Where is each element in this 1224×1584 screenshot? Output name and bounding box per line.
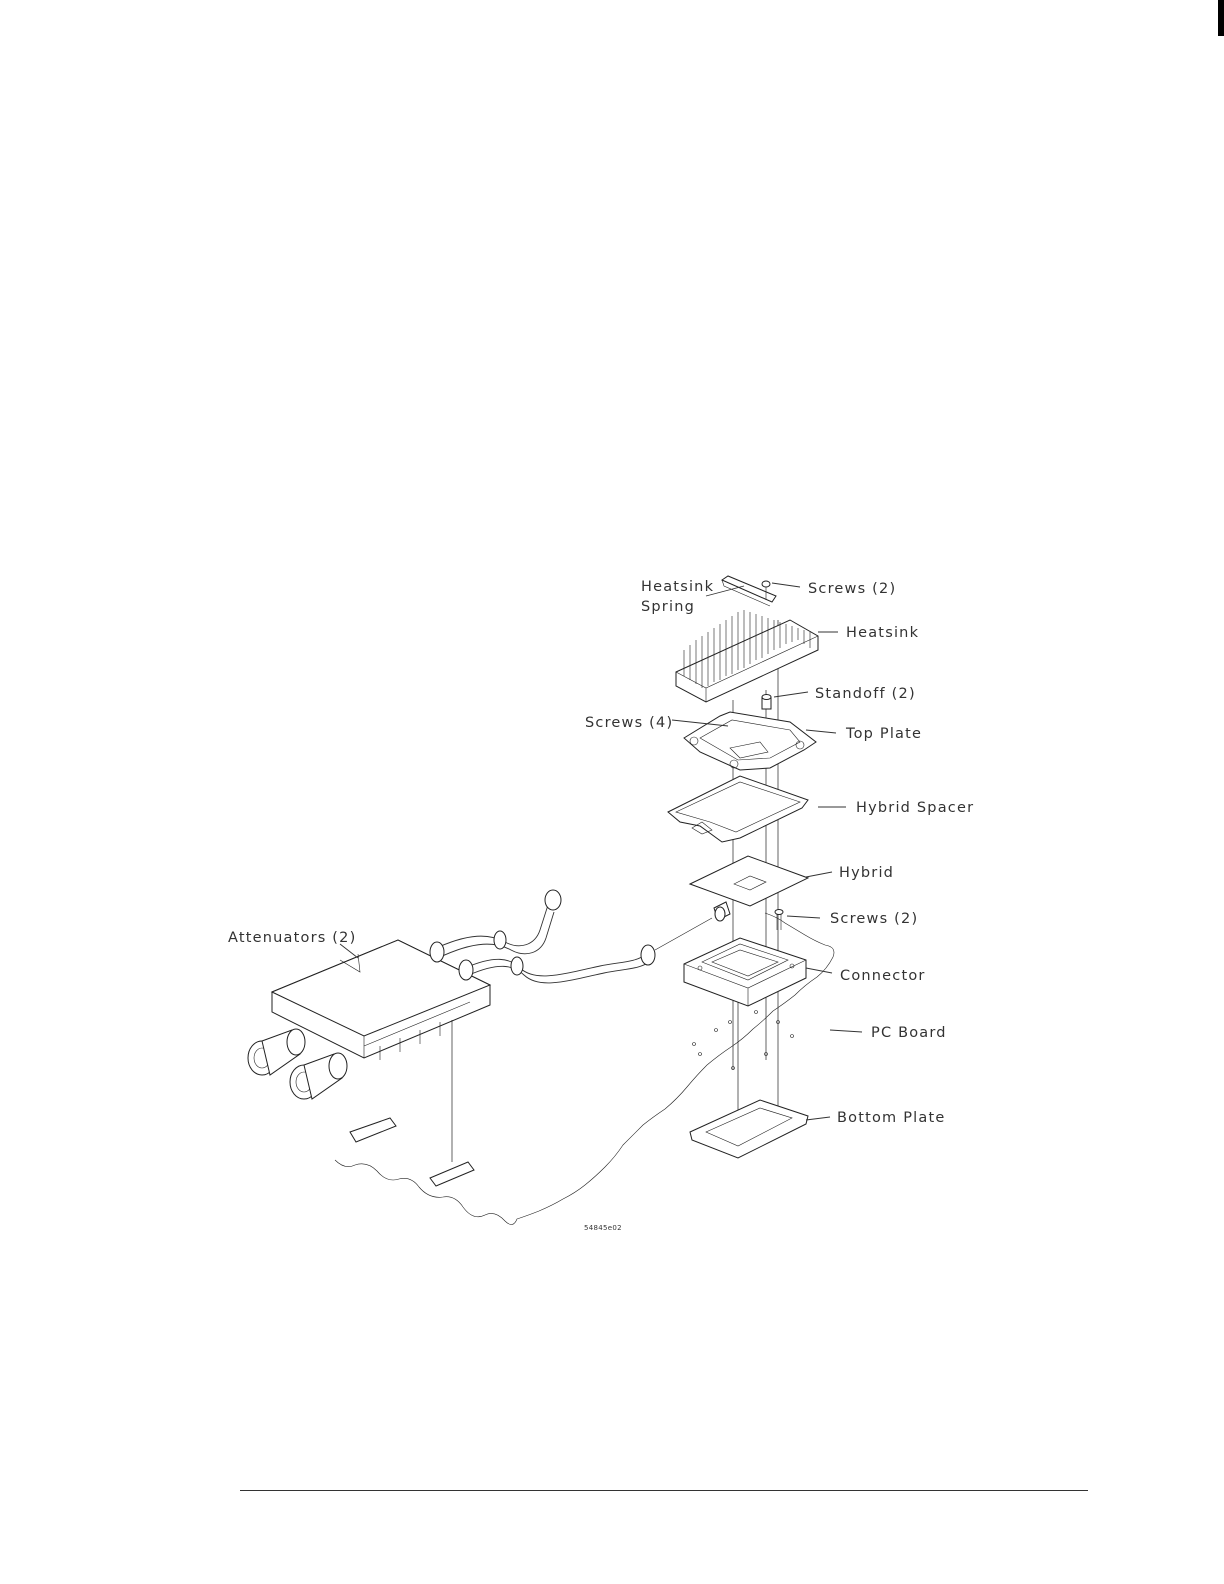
label-screws-mid: Screws (2) xyxy=(830,911,918,927)
bnc-connector-right xyxy=(290,1053,347,1099)
label-pc-board: PC Board xyxy=(871,1025,947,1041)
label-heatsink-spring-2: Spring xyxy=(641,599,695,615)
attenuators-assembly xyxy=(248,940,490,1099)
semi-rigid-cables xyxy=(430,890,712,983)
label-screws-four: Screws (4) xyxy=(585,715,673,731)
label-top-plate: Top Plate xyxy=(845,726,922,742)
figure-code: 54845e02 xyxy=(584,1224,622,1232)
top-plate-part xyxy=(684,712,816,770)
pc-board-pad-1 xyxy=(350,1118,396,1142)
label-connector: Connector xyxy=(840,968,926,984)
footer-rule xyxy=(240,1490,1088,1491)
label-bottom-plate: Bottom Plate xyxy=(837,1110,945,1126)
heatsink-part xyxy=(676,610,818,702)
label-hybrid-spacer: Hybrid Spacer xyxy=(856,800,974,816)
label-heatsink: Heatsink xyxy=(846,625,919,641)
label-hybrid: Hybrid xyxy=(839,865,894,881)
hybrid-spacer-part xyxy=(668,776,808,842)
heatsink-spring-part xyxy=(722,576,776,606)
label-screws-top: Screws (2) xyxy=(808,581,896,597)
label-heatsink-spring-1: Heatsink xyxy=(641,579,714,595)
pc-board-pad-2 xyxy=(430,1162,474,1186)
bottom-plate-part xyxy=(690,1100,808,1158)
screws-mid-part xyxy=(775,910,783,931)
connector-part xyxy=(684,938,806,1006)
standoff-part xyxy=(762,695,771,710)
hybrid-part xyxy=(690,856,808,921)
label-standoff: Standoff (2) xyxy=(815,686,916,702)
label-attenuators: Attenuators (2) xyxy=(228,930,356,946)
